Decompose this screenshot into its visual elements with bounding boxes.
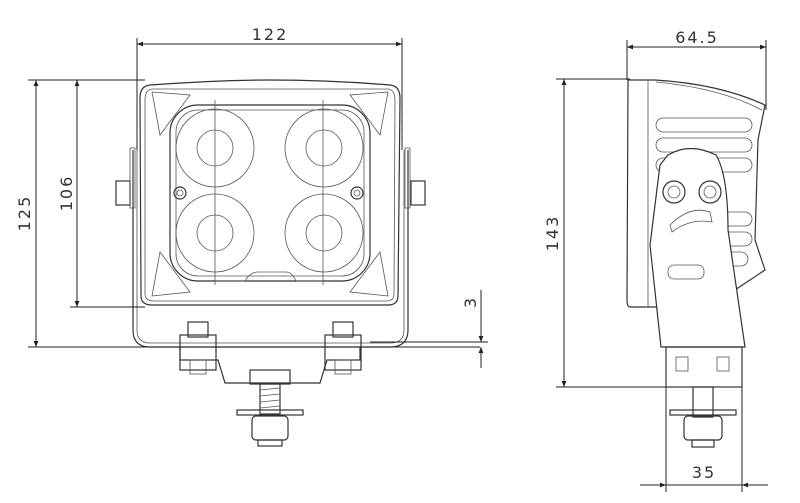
led-lenses — [175, 108, 364, 273]
mount-bracket-u — [132, 150, 409, 348]
dim-mount-width: 35 — [692, 463, 716, 482]
bottom-nut — [251, 415, 289, 441]
front-dimensions: 122 125 106 3 — [15, 25, 488, 368]
screw-left — [173, 186, 187, 200]
center-nut — [249, 369, 291, 385]
side-bracket-arm — [649, 147, 746, 348]
dim-side-depth: 64.5 — [675, 28, 719, 47]
pivot-bolt-1 — [662, 180, 686, 204]
side-dimensions: 64.5 143 35 — [543, 28, 768, 492]
lens-frame — [169, 104, 371, 282]
pivot-bolt-2 — [698, 180, 722, 204]
side-knob-left — [115, 180, 131, 206]
side-view — [626, 79, 766, 448]
threaded-bolt — [259, 383, 281, 415]
dim-front-height-housing: 106 — [57, 175, 76, 212]
housing-outline — [139, 79, 401, 306]
side-knob-right — [410, 180, 426, 206]
side-housing — [626, 79, 766, 308]
dim-side-height-total: 143 — [543, 215, 562, 252]
mount-plate — [179, 347, 361, 384]
front-view — [115, 79, 426, 447]
dim-bracket-offset: 3 — [461, 296, 480, 308]
side-bottom-nut — [683, 415, 723, 441]
dim-front-width: 122 — [252, 25, 289, 44]
screw-right — [350, 186, 364, 200]
dim-front-height-total: 125 — [15, 195, 34, 232]
